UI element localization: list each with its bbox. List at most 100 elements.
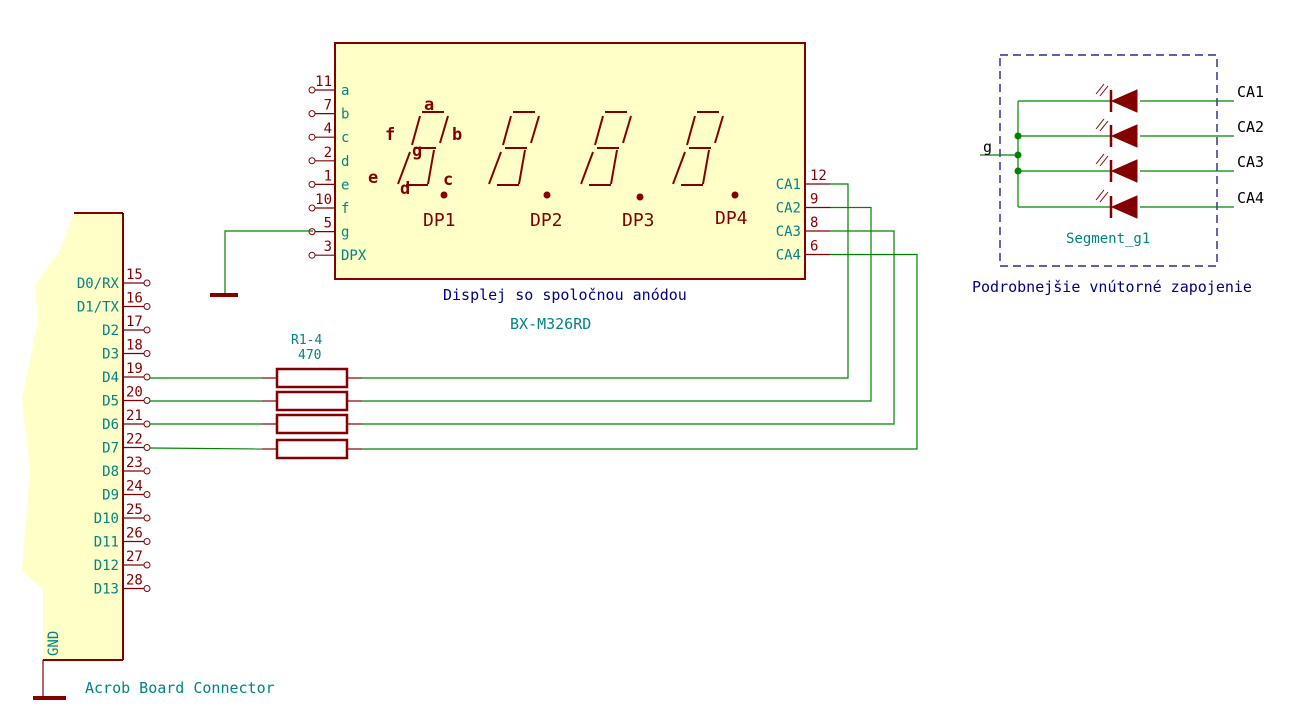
digit-4-decimal-point xyxy=(731,191,739,199)
digit-2-segment-e xyxy=(488,151,502,185)
connector-pin-number: 26 xyxy=(126,526,143,542)
digit-3-decimal-point xyxy=(636,193,644,201)
wire-connector-to-resistor xyxy=(149,447,263,450)
connector-pin-end[interactable] xyxy=(143,303,151,310)
connector-pin-end[interactable] xyxy=(143,279,151,287)
resistor-value: 470 xyxy=(298,348,321,363)
digit-3-segment-f xyxy=(594,115,604,146)
digit-2-decimal-point xyxy=(543,191,551,199)
led-diode-icon xyxy=(1110,159,1138,183)
display-pin-end[interactable] xyxy=(308,133,316,141)
connector-pin-end[interactable] xyxy=(143,326,151,334)
resistor-body xyxy=(275,438,349,460)
connector-pin-end[interactable] xyxy=(143,467,151,475)
display-pin-number: 3 xyxy=(324,239,332,255)
connector-pin-name: D0/RX xyxy=(77,276,120,292)
connector-pin-name: D6 xyxy=(102,417,119,433)
resistor-body xyxy=(275,367,349,389)
display-pin-name: f xyxy=(341,201,349,217)
connector-pin-name: D13 xyxy=(94,582,119,598)
digit-4-segment-e xyxy=(672,151,686,185)
display-pin-number: 10 xyxy=(315,192,332,208)
resistor-body xyxy=(275,390,349,412)
display-pin-number: 6 xyxy=(810,239,818,255)
connector-pin-end[interactable] xyxy=(143,420,151,428)
connector-pin-number: 28 xyxy=(126,573,143,589)
display-pin-end[interactable] xyxy=(308,110,316,118)
display-pin-number: 12 xyxy=(810,168,827,184)
detail-output-label: CA4 xyxy=(1237,189,1264,207)
ground-symbol xyxy=(210,230,313,297)
display-pin-name: CA3 xyxy=(776,224,801,240)
led-diode-icon xyxy=(1110,89,1138,113)
display-pin-name: CA4 xyxy=(776,248,801,264)
display-pin-end[interactable] xyxy=(308,251,316,259)
display-pin-name: CA1 xyxy=(776,177,801,193)
seg-label-g: g xyxy=(412,141,422,161)
connector-pin-number: 15 xyxy=(126,267,143,283)
connector-pin-number: 16 xyxy=(126,291,143,307)
display-pin-number: 2 xyxy=(324,145,332,161)
digit-1-decimal-point xyxy=(440,191,448,199)
connector-pin-number: 23 xyxy=(126,455,143,471)
connector-pin-name: D4 xyxy=(102,370,119,386)
led-light-arrow-icon xyxy=(1095,189,1105,201)
display-pin-end[interactable] xyxy=(308,180,316,188)
connector-pin-end[interactable] xyxy=(143,397,151,404)
connector-gnd-label: GND xyxy=(46,631,62,656)
display-pin-number: 8 xyxy=(810,215,818,231)
connector-body xyxy=(22,213,123,660)
connector-pin-end[interactable] xyxy=(143,561,151,569)
display-pin-name: a xyxy=(341,83,349,99)
wire-resistor-to-display xyxy=(362,230,895,425)
connector-pin-name: D11 xyxy=(94,535,119,551)
connector-pin-end[interactable] xyxy=(143,373,151,381)
led-light-arrow-icon xyxy=(1095,153,1105,165)
digit-1-segment-e xyxy=(397,151,411,185)
connector-pin-end[interactable] xyxy=(143,444,151,451)
connector-pin-end[interactable] xyxy=(143,491,151,498)
detail-label: Segment_g1 xyxy=(1066,231,1150,247)
detail-frame xyxy=(999,54,1218,267)
resistor-network: R1-4 470 xyxy=(262,333,362,460)
display-pin-number: 5 xyxy=(324,216,332,232)
detail-caption: Podrobnejšie vnútorné zapojenie xyxy=(972,278,1252,296)
digit-3-segment-c xyxy=(610,149,618,185)
led-light-arrow-icon xyxy=(1099,85,1109,97)
led-light-arrow-icon xyxy=(1099,155,1109,167)
detail-input-label: g xyxy=(983,138,992,156)
seg-label-d: d xyxy=(400,179,410,199)
led-diode-icon xyxy=(1110,195,1138,219)
wire-resistor-to-display xyxy=(362,183,849,379)
display-pin-end[interactable] xyxy=(308,86,316,94)
display-pin-end[interactable] xyxy=(308,204,316,212)
wire-resistor-to-display xyxy=(362,253,918,450)
dp-label-1: DP1 xyxy=(423,210,456,231)
display-pin-name: DPX xyxy=(341,248,367,264)
display-pin-name: g xyxy=(341,225,349,241)
connector-pin-number: 22 xyxy=(126,432,143,448)
connector-pin-number: 24 xyxy=(126,479,143,495)
connector-pin-end[interactable] xyxy=(143,350,151,357)
digit-3-segment-b xyxy=(622,115,632,144)
seg-label-c: c xyxy=(443,170,453,190)
connector-pin-end[interactable] xyxy=(143,585,151,592)
display-pin-number: 4 xyxy=(324,121,332,137)
connector-pin-end[interactable] xyxy=(143,538,151,545)
resistor-body xyxy=(275,413,349,435)
display-pin-end[interactable] xyxy=(308,157,316,165)
led-light-arrow-icon xyxy=(1099,191,1109,203)
display-body xyxy=(334,42,806,280)
digit-4-segment-c xyxy=(702,149,710,185)
connector-pin-number: 20 xyxy=(126,385,143,401)
connector-pin-name: D12 xyxy=(94,558,119,574)
connector-pin-name: D8 xyxy=(102,464,119,480)
display-pin-name: b xyxy=(341,107,349,123)
connector-pin-number: 19 xyxy=(126,361,143,377)
seg-label-a: a xyxy=(424,95,434,115)
connector-pin-end[interactable] xyxy=(143,514,151,522)
detail-output-label: CA2 xyxy=(1237,118,1264,136)
wire-resistor-to-display xyxy=(362,206,872,402)
